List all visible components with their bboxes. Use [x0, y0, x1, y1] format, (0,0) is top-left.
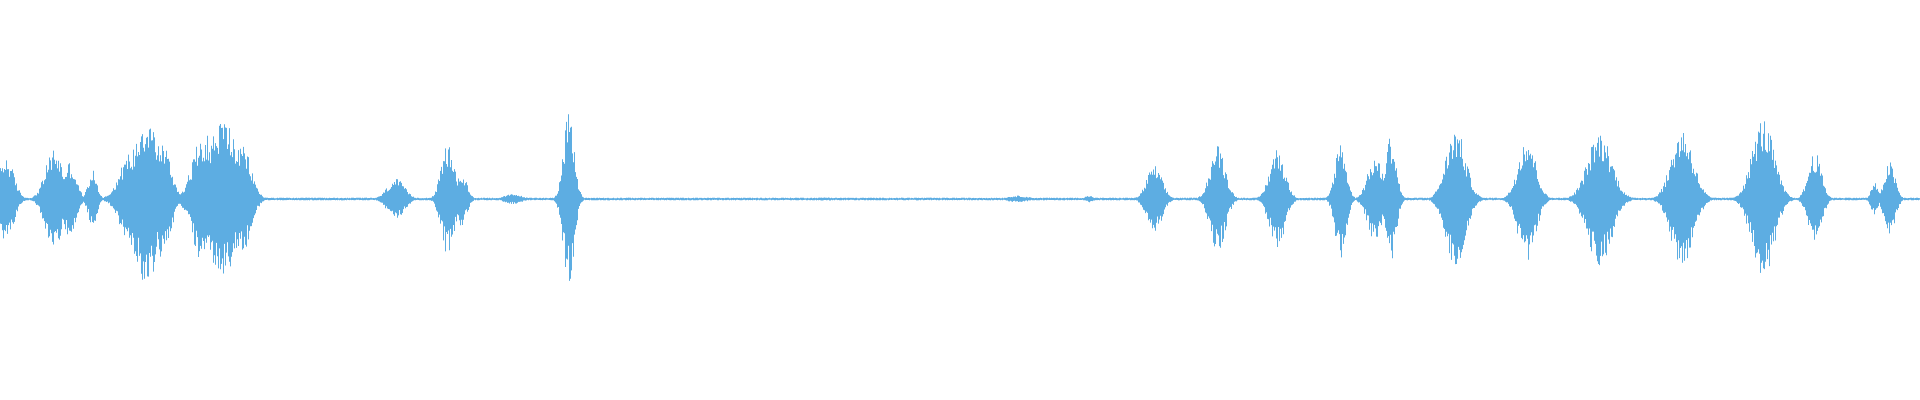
- waveform-bars: [0, 114, 1920, 281]
